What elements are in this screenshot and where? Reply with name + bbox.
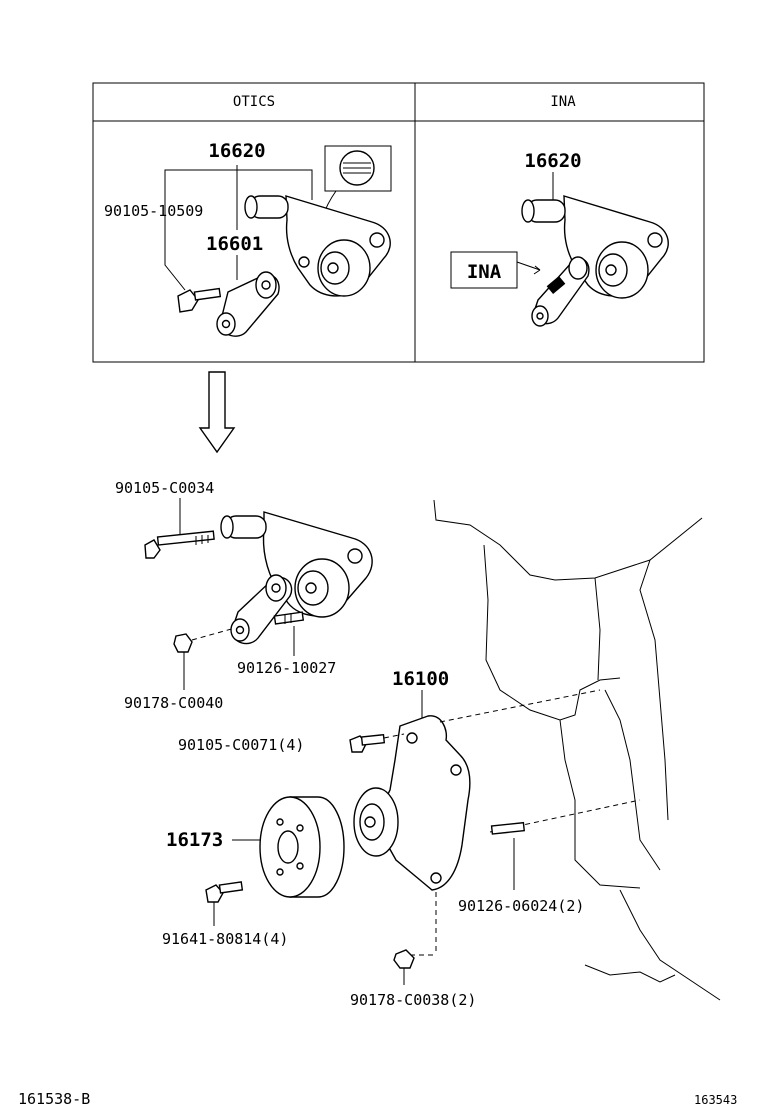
tensioner-bracket-icon [220, 511, 373, 618]
otics-cell: 16620 90105-10509 16601 [104, 140, 392, 337]
water-pump-icon [353, 715, 471, 891]
ina-tensioner-bracket-icon [521, 195, 669, 299]
pulley-label: 16173 [166, 829, 223, 851]
pulley-bolt-label: 91641-80814(4) [162, 930, 288, 948]
stud-label-90126-10027: 90126-10027 [237, 659, 336, 677]
diagram-code-right: 163543 [694, 1093, 737, 1107]
otics-tensioner-bracket-icon [244, 195, 391, 297]
otics-damper-label: 16601 [206, 233, 263, 255]
pulley-bolt-icon [205, 881, 244, 903]
pump-stud-label: 90126-06024(2) [458, 897, 584, 915]
tensioner-assembly: 90105-C0034 [115, 479, 373, 712]
ina-header: INA [550, 94, 576, 110]
pump-nut-icon [393, 949, 415, 969]
bolt-label-90105-C0034: 90105-C0034 [115, 479, 214, 497]
water-pump-label: 16100 [392, 668, 449, 690]
otics-bolt-icon [177, 287, 222, 313]
ina-tensioner-label: 16620 [524, 150, 581, 172]
otics-damper-icon [216, 271, 280, 337]
otics-header: OTICS [233, 94, 275, 110]
diagram-code-left: 161538-B [18, 1090, 90, 1108]
water-pump-assembly: 16100 90105-C0071(4) 90126-06024(2) [178, 668, 641, 1009]
ina-damper-icon [531, 256, 590, 327]
pulley-assembly: 16173 91641-80814(4) [162, 796, 345, 948]
otics-bolt-label: 90105-10509 [104, 202, 203, 220]
damper-icon [230, 574, 293, 645]
down-arrow-icon [198, 371, 236, 454]
nut-label-90178-C0040: 90178-C0040 [124, 694, 223, 712]
otics-tensioner-label: 16620 [208, 140, 265, 162]
pump-nut-label: 90178-C0038(2) [350, 991, 476, 1009]
stud-icon [273, 611, 305, 625]
ina-tag-label: INA [467, 261, 502, 283]
pulley-icon [259, 796, 345, 898]
long-bolt-icon [144, 530, 215, 559]
pump-stud-icon [490, 821, 526, 835]
pump-bolt-icon [349, 733, 386, 753]
ina-cell: 16620 INA [450, 150, 669, 327]
variant-table: OTICS INA [92, 82, 705, 363]
nut-icon [173, 633, 193, 653]
pump-bolt-label: 90105-C0071(4) [178, 736, 304, 754]
ina-tag-box: INA [450, 251, 541, 289]
engine-block-outline [433, 499, 721, 1001]
